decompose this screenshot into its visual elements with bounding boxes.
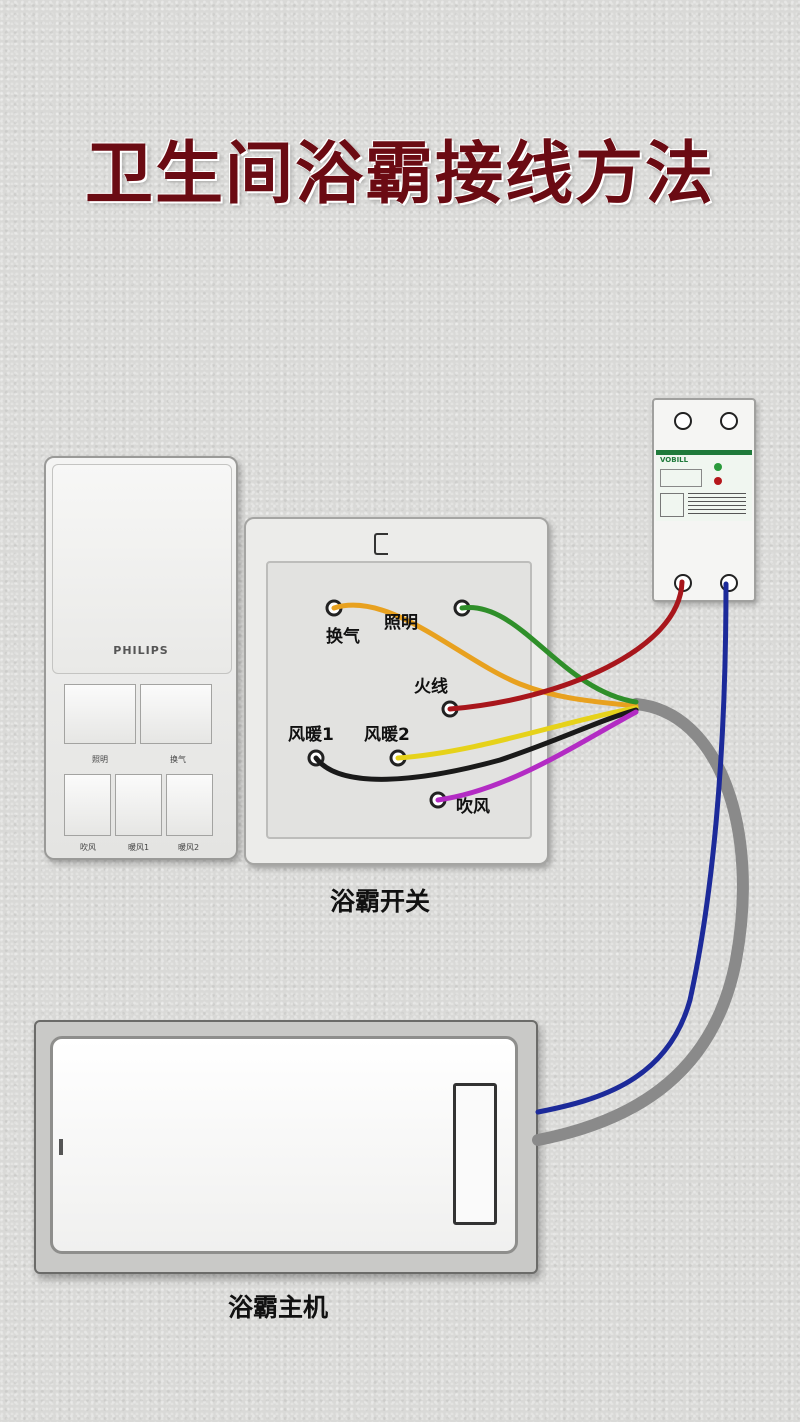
key-lighting[interactable] xyxy=(64,684,136,744)
terminal-screws xyxy=(307,599,471,809)
page-title: 卫生间浴霸接线方法 xyxy=(84,134,715,214)
breaker-indicator-green xyxy=(714,463,722,471)
key-label-warm-1: 暖风1 xyxy=(128,843,150,852)
key-label-lighting: 照明 xyxy=(92,755,108,764)
key-row-top xyxy=(64,684,212,744)
brand-logo: PHILIPS xyxy=(113,644,169,657)
key-ventilation[interactable] xyxy=(140,684,212,744)
breaker-screw-top-right xyxy=(720,412,738,430)
terminal-label-chuifeng: 吹风 xyxy=(456,797,490,817)
panel-cover xyxy=(52,464,232,674)
switch-base xyxy=(244,517,549,865)
key-label-blow: 吹风 xyxy=(80,843,96,852)
terminal-label-fengnuan2: 风暖2 xyxy=(364,725,410,745)
base-inner-plate xyxy=(266,561,532,839)
wire-yellow-warm-2 xyxy=(395,705,639,761)
key-warm-1[interactable] xyxy=(115,774,162,836)
breaker-spec-box xyxy=(660,469,702,487)
terminal-label-zhaoming: 照明 xyxy=(384,613,418,633)
wire-gray-cable xyxy=(532,698,749,1146)
key-label-warm-2: 暖风2 xyxy=(178,843,200,852)
wire-purple-blow xyxy=(435,709,639,803)
wire-blue-neutral xyxy=(535,581,729,1115)
circuit-breaker: VOBILL xyxy=(652,398,756,602)
key-warm-2[interactable] xyxy=(166,774,213,836)
bath-heater-host xyxy=(34,1020,538,1274)
key-label-ventilation: 换气 xyxy=(170,755,186,764)
breaker-brand: VOBILL xyxy=(660,456,689,464)
terminal-label-huanqi: 换气 xyxy=(326,627,360,647)
breaker-indicator-red xyxy=(714,477,722,485)
breaker-text-lines xyxy=(688,493,746,515)
base-tab xyxy=(374,533,388,555)
host-display-window xyxy=(453,1083,497,1225)
wire-red-live xyxy=(447,579,685,712)
wire-black-warm-1 xyxy=(313,707,639,782)
wire-green-lighting xyxy=(459,605,639,705)
terminal-label-fengnuan1: 风暖1 xyxy=(288,725,334,745)
terminal-label-huoxian: 火线 xyxy=(414,677,448,697)
host-caption: 浴霸主机 xyxy=(228,1293,329,1322)
key-row-bottom xyxy=(64,774,213,836)
host-front-face xyxy=(50,1036,518,1254)
breaker-label: VOBILL xyxy=(656,450,752,521)
switch-caption: 浴霸开关 xyxy=(330,887,431,916)
breaker-diagram xyxy=(660,493,684,517)
key-blow[interactable] xyxy=(64,774,111,836)
switch-front-panel: PHILIPS 照明 换气 吹风 暖风1 暖风2 xyxy=(44,456,238,860)
breaker-screw-top-left xyxy=(674,412,692,430)
host-side-mark xyxy=(59,1139,63,1155)
wire-orange-ventilation xyxy=(331,602,639,709)
